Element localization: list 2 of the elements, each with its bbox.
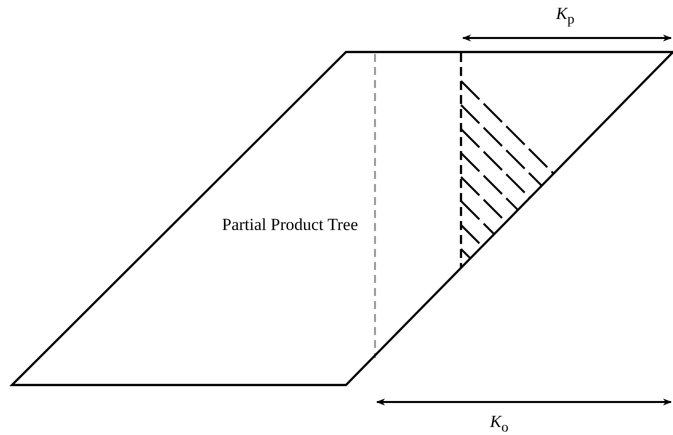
dimension-label: K$_{p}$ xyxy=(556,4,574,28)
dimension-label: K$_{o}$ xyxy=(490,412,508,435)
